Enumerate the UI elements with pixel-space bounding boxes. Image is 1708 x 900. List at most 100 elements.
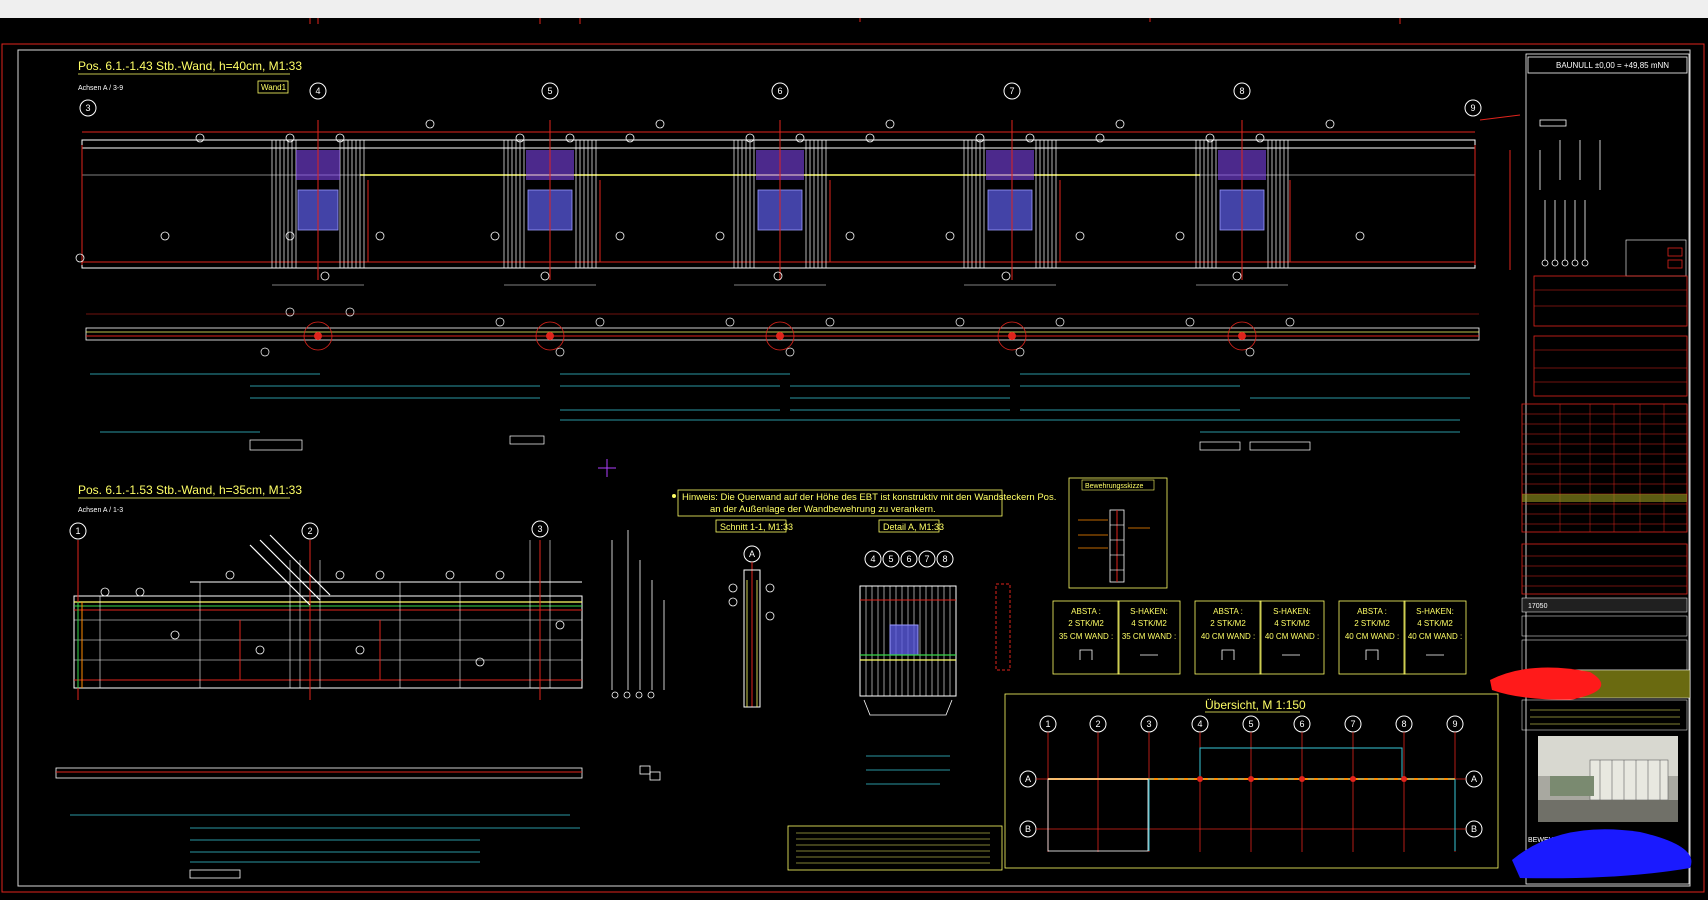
redaction-blue [1512,829,1692,879]
view2-bar-schedule [611,530,665,699]
spacer-box: ABSTA : 2 STK/M2 40 CM WAND : [1338,600,1406,675]
svg-text:3: 3 [1146,719,1151,729]
view1-axes-label: Achsen A / 3-9 [78,85,123,92]
svg-text:2: 2 [307,526,312,536]
svg-text:Schnitt 1-1, M1:33: Schnitt 1-1, M1:33 [720,522,793,532]
svg-text:6: 6 [1299,719,1304,729]
svg-text:8: 8 [942,554,947,564]
svg-text:35 CM WAND :: 35 CM WAND : [1059,632,1113,641]
svg-text:5: 5 [547,86,552,96]
spacer-boxes: ABSTA : 2 STK/M2 35 CM WAND : S-HAKEN: 4… [1052,600,1467,675]
view1-plan-section [85,307,1480,451]
svg-text:2 STK/M2: 2 STK/M2 [1210,619,1246,628]
section-1-1: Schnitt 1-1, M1:33 A [715,519,793,708]
view2-axes-label: Achsen A / 1-3 [78,507,123,514]
svg-text:8: 8 [1401,719,1406,729]
svg-text:4: 4 [1197,719,1202,729]
application-toolbar [0,0,1708,18]
svg-text:ABSTA :: ABSTA : [1071,607,1101,616]
svg-text:40 CM WAND :: 40 CM WAND : [1408,632,1462,641]
svg-text:4 STK/M2: 4 STK/M2 [1274,619,1310,628]
view2-title: Pos. 6.1.-1.53 Stb.-Wand, h=35cm, M1:33 [78,483,302,497]
svg-text:Hinweis: Die Querwand auf der: Hinweis: Die Querwand auf der Höhe des E… [682,492,1056,503]
view2-wall-elevation [73,534,583,700]
reinforcement-sketch: Bewehrungsskizze [1068,477,1168,589]
axis-bubble [1464,99,1482,117]
column-zone [1195,140,1289,268]
title-block: BAUNULL ±0,00 = +49,85 mNN [1490,53,1692,885]
column-zone [503,140,597,268]
svg-text:an der Außenlage der Wandbeweh: an der Außenlage der Wandbewehrung zu ve… [710,504,936,515]
view1-tag: Wand1 [261,83,287,92]
view2-plan-section [55,765,661,879]
svg-text:ABSTA :: ABSTA : [1213,607,1243,616]
svg-text:3: 3 [85,103,90,113]
svg-text:7: 7 [924,554,929,564]
view1-side-leader [1479,114,1521,270]
axis-bubble [1233,82,1251,100]
svg-text:7: 7 [1009,86,1014,96]
svg-text:A: A [749,549,755,559]
spacer-box: ABSTA : 2 STK/M2 40 CM WAND : [1194,600,1262,675]
svg-text:Übersicht, M 1:150: Übersicht, M 1:150 [1205,698,1306,712]
svg-text:4 STK/M2: 4 STK/M2 [1417,619,1453,628]
svg-text:9: 9 [1470,103,1475,113]
view1-axis-bubbles [79,82,1482,117]
svg-text:2: 2 [1095,719,1100,729]
svg-text:5: 5 [888,554,893,564]
view1-title: Pos. 6.1.-1.43 Stb.-Wand, h=40cm, M1:33 [78,59,302,73]
axis-bubble [79,99,97,117]
plan-number: 17050 [1528,603,1548,610]
svg-text:S-HAKEN:: S-HAKEN: [1273,607,1311,616]
titleblock-header: BAUNULL ±0,00 = +49,85 mNN [1556,61,1669,70]
spacer-box: ABSTA : 2 STK/M2 35 CM WAND : [1052,600,1120,675]
svg-text:1: 1 [75,526,80,536]
view1-axis-numbers: 3 4 5 6 7 8 9 [85,86,1475,113]
svg-text:40 CM WAND :: 40 CM WAND : [1345,632,1399,641]
svg-text:ABSTA :: ABSTA : [1357,607,1387,616]
svg-text:4 STK/M2: 4 STK/M2 [1131,619,1167,628]
svg-text:B: B [1471,824,1477,834]
column-zone [733,140,827,268]
top-edge-marks [309,18,1401,24]
svg-text:A: A [1471,774,1477,784]
bottom-note-box [787,825,1003,871]
detail-a: Detail A, M1:33 4 5 6 7 8 [859,519,1011,785]
svg-text:40 CM WAND :: 40 CM WAND : [1265,632,1319,641]
sheet-border [17,49,1691,887]
svg-text:2 STK/M2: 2 STK/M2 [1354,619,1390,628]
view1-legend-symbols [1539,119,1601,267]
column-zone [963,140,1057,268]
column-core [987,189,1033,231]
cursor-crosshair [598,459,616,477]
svg-text:S-HAKEN:: S-HAKEN: [1130,607,1168,616]
svg-text:40 CM WAND :: 40 CM WAND : [1201,632,1255,641]
view2-axis-bubbles [69,520,549,540]
axis-bubble [309,82,327,100]
spacer-box: S-HAKEN: 4 STK/M2 40 CM WAND : [1403,600,1467,675]
cad-drawing-canvas[interactable]: Pos. 6.1.-1.43 Stb.-Wand, h=40cm, M1:33 … [0,18,1708,895]
svg-text:4: 4 [870,554,875,564]
cad-drawing-svg[interactable]: Pos. 6.1.-1.43 Stb.-Wand, h=40cm, M1:33 … [0,18,1708,895]
svg-text:1: 1 [1045,719,1050,729]
svg-text:3: 3 [537,524,542,534]
view1-tag-box [257,80,289,94]
svg-text:8: 8 [1239,86,1244,96]
svg-text:6: 6 [777,86,782,96]
svg-text:2 STK/M2: 2 STK/M2 [1068,619,1104,628]
overview-plan: Übersicht, M 1:150 1 2 3 4 5 6 7 8 9 A [1004,693,1499,869]
svg-text:A: A [1025,774,1031,784]
svg-text:7: 7 [1350,719,1355,729]
svg-text:S-HAKEN:: S-HAKEN: [1416,607,1454,616]
svg-text:35 CM WAND :: 35 CM WAND : [1122,632,1176,641]
redaction-red [1490,667,1602,700]
axis-bubble [541,82,559,100]
axis-bubble [1003,82,1021,100]
spacer-box: S-HAKEN: 4 STK/M2 40 CM WAND : [1259,600,1325,675]
svg-text:6: 6 [906,554,911,564]
outer-frame [1,43,1705,893]
svg-text:B: B [1025,824,1031,834]
svg-text:4: 4 [315,86,320,96]
svg-text:5: 5 [1248,719,1253,729]
svg-text:Bewehrungsskizze: Bewehrungsskizze [1085,483,1143,490]
